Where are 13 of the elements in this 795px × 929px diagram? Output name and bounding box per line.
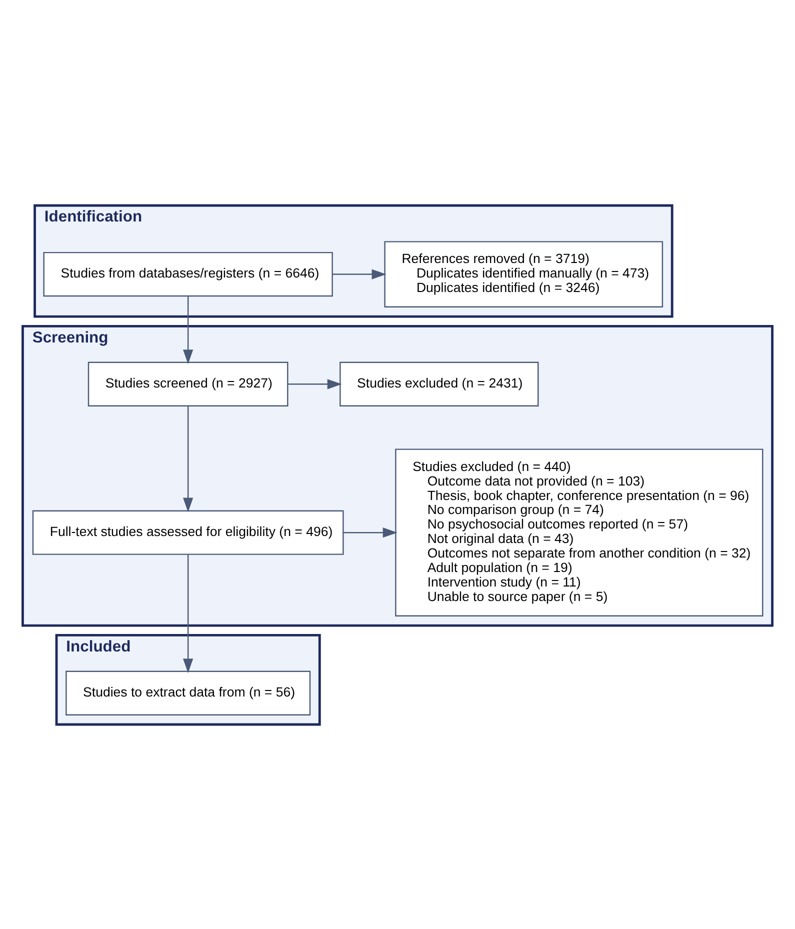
arrow (183, 405, 194, 512)
node-box: Studies from databases/registers (n = 6646) (43, 251, 333, 296)
arrow (344, 527, 398, 538)
node-box: Studies excluded (n = 2431) (340, 361, 539, 406)
node-box: Studies screened (n = 2927) (88, 361, 288, 406)
node-box: Full-text studies assessed for eligibility (n = 496) (32, 510, 344, 554)
node-box: Studies to extract data from (n = 56) (66, 670, 311, 715)
arrow (183, 554, 194, 673)
node-box: Studies excluded (n = 440) Outcome data not provided (n = 103) Thesis, book chapter, conference presentation (n = 96) No comparison group (n = 74) No psychosocial outcomes reported (n = 57) Not original data (n = 43) Outcomes not separate from another condition (n = 32) Adult population (n = 19) Intervention study (n = 11) Unable to source paper (n = 5) (395, 448, 764, 616)
arrow (183, 296, 194, 364)
arrow (332, 268, 386, 279)
node-box: References removed (n = 3719) Duplicates identified manually (n = 473) Duplicates identified (n = 3246) (384, 240, 664, 307)
arrow (288, 378, 342, 389)
